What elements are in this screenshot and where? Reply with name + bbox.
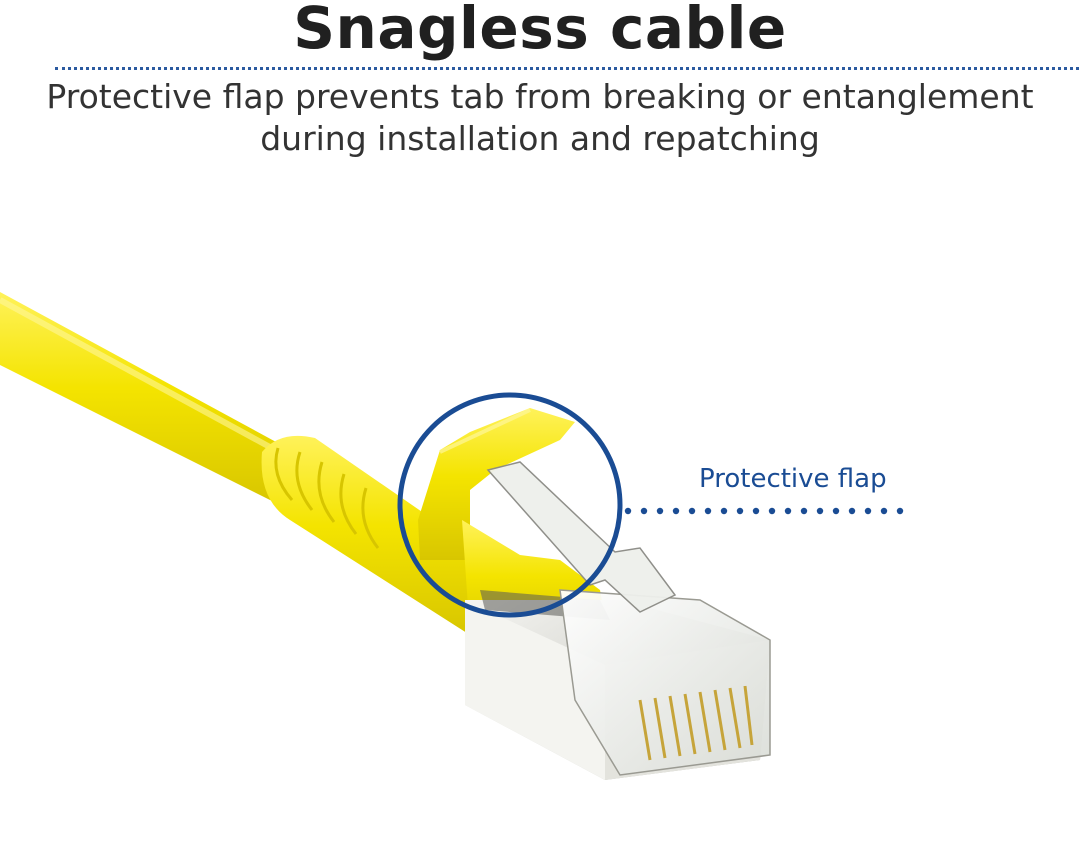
protective-flap xyxy=(418,408,575,560)
strain-relief-boot xyxy=(261,435,470,635)
highlight-circle xyxy=(397,392,623,618)
subtitle-line-2: during installation and repatching xyxy=(260,119,820,158)
rj45-plug xyxy=(486,461,771,776)
dotted-divider xyxy=(55,67,1079,70)
callout-leader-dots xyxy=(624,507,904,515)
subtitle-line-1: Protective flap prevents tab from breaki… xyxy=(46,77,1034,116)
callout-label: Protective flap xyxy=(699,464,887,494)
cable xyxy=(0,292,300,505)
gold-contacts xyxy=(638,685,754,761)
page-title: Snagless cable xyxy=(293,0,787,62)
subtitle: Protective flap prevents tab from breaki… xyxy=(0,76,1080,160)
